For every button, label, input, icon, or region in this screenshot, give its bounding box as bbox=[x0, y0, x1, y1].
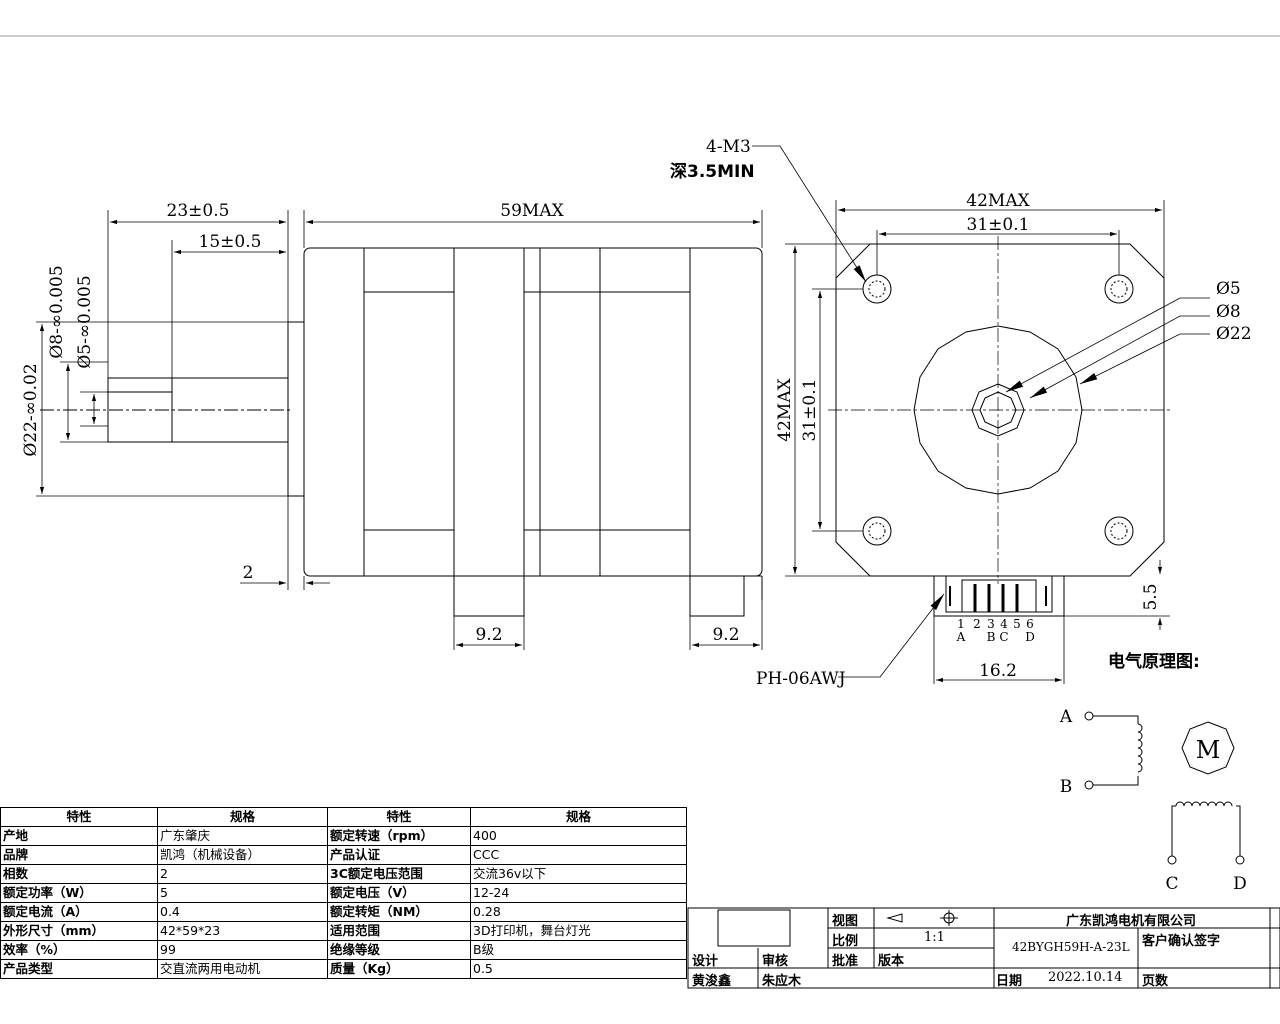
svg-text:D: D bbox=[1025, 630, 1035, 644]
dim-hole-spacing-v: 31±0.1 bbox=[800, 379, 820, 442]
pin-numbers: 1 2 3 4 5 6 bbox=[957, 617, 1034, 631]
motor-symbol bbox=[1181, 721, 1235, 775]
front-face bbox=[835, 243, 1165, 577]
dim-tab-right: 9.2 bbox=[712, 625, 739, 645]
dim-dia-22: Ø22-∞0.02 bbox=[21, 363, 41, 456]
table-row: 产品类型交直流两用电动机质量（Kg）0.5 bbox=[0, 959, 687, 979]
connector-label: PH-06AWJ bbox=[756, 669, 846, 689]
label-review: 审核 bbox=[762, 954, 789, 969]
boss-circle bbox=[913, 325, 1083, 495]
svg-text:3: 3 bbox=[987, 617, 995, 631]
dim-hole-spacing: 31±0.1 bbox=[967, 215, 1030, 235]
schematic bbox=[1084, 711, 1245, 865]
label-approve: 批准 bbox=[832, 954, 859, 969]
date-value: 2022.10.14 bbox=[1048, 970, 1123, 985]
dim-dia-5: Ø5-∞0.005 bbox=[75, 275, 95, 368]
shaft-circle bbox=[971, 383, 1025, 437]
dim-flat-length: 15±0.5 bbox=[199, 232, 262, 252]
svg-text:5: 5 bbox=[1013, 617, 1021, 631]
terminal-c: C bbox=[1165, 874, 1178, 894]
terminal-d: D bbox=[1233, 874, 1247, 894]
dim-flange: 2 bbox=[243, 563, 254, 583]
connector bbox=[933, 575, 1065, 617]
schematic-title: 电气原理图: bbox=[1108, 651, 1200, 672]
reviewer-name: 朱应木 bbox=[762, 974, 802, 989]
screw-depth: 深3.5MIN bbox=[670, 161, 755, 182]
dim-body-length: 59MAX bbox=[500, 201, 564, 221]
terminal-a: A bbox=[1059, 707, 1073, 727]
company-name: 广东凯鸿电机有限公司 bbox=[1066, 914, 1197, 929]
title-block bbox=[687, 907, 1280, 989]
label-pages: 页数 bbox=[1142, 974, 1169, 989]
dim-width-max: 42MAX bbox=[966, 191, 1030, 211]
header-cell: 规格 bbox=[157, 807, 328, 827]
table-header: 特性 规格 特性 规格 bbox=[0, 807, 687, 827]
label-customer-sign: 客户确认签字 bbox=[1142, 934, 1221, 949]
spec-table: 特性 规格 特性 规格 产地广东肇庆额定转速（rpm）400 品牌凯鸿（机械设备… bbox=[0, 807, 687, 979]
designer-name: 黄浚鑫 bbox=[692, 974, 732, 989]
motor-label: M bbox=[1196, 736, 1221, 764]
terminal-b: B bbox=[1060, 777, 1073, 797]
ref-d5: Ø5 bbox=[1216, 279, 1241, 299]
header-cell: 特性 bbox=[0, 807, 158, 827]
ref-d22: Ø22 bbox=[1216, 324, 1252, 344]
label-version: 版本 bbox=[878, 954, 905, 969]
dim-connector-offset: 5.5 bbox=[1141, 583, 1161, 610]
motor-body bbox=[303, 247, 763, 577]
dim-dia-8: Ø8-∞0.005 bbox=[47, 265, 67, 358]
svg-text:B: B bbox=[987, 630, 996, 644]
dim-shaft-length: 23±0.5 bbox=[167, 201, 230, 221]
dim-connector-width: 16.2 bbox=[979, 661, 1017, 681]
scale-value: 1:1 bbox=[924, 930, 945, 945]
label-design: 设计 bbox=[692, 954, 719, 969]
header-cell: 特性 bbox=[327, 807, 471, 827]
pin-letters: A B C D bbox=[956, 630, 1035, 644]
model-number: 42BYGH59H-A-23L bbox=[1012, 940, 1130, 954]
label-scale: 比例 bbox=[832, 934, 859, 949]
header-cell: 规格 bbox=[470, 807, 687, 827]
dim-tab-left: 9.2 bbox=[475, 625, 502, 645]
svg-text:4: 4 bbox=[1000, 617, 1008, 631]
svg-text:C: C bbox=[999, 630, 1008, 644]
dim-height-max: 42MAX bbox=[775, 377, 795, 441]
side-view bbox=[40, 247, 763, 617]
svg-text:2: 2 bbox=[973, 617, 981, 631]
label-date: 日期 bbox=[996, 974, 1023, 989]
svg-text:1: 1 bbox=[957, 617, 965, 631]
svg-text:A: A bbox=[956, 630, 966, 644]
screw-label: 4-M3 bbox=[706, 137, 751, 157]
table-row: 产地广东肇庆额定转速（rpm）400 bbox=[0, 826, 687, 846]
front-view bbox=[828, 236, 1172, 617]
ref-d8: Ø8 bbox=[1216, 302, 1241, 322]
svg-text:6: 6 bbox=[1026, 617, 1034, 631]
motor-boss bbox=[287, 321, 305, 497]
label-view: 视图 bbox=[832, 914, 859, 929]
